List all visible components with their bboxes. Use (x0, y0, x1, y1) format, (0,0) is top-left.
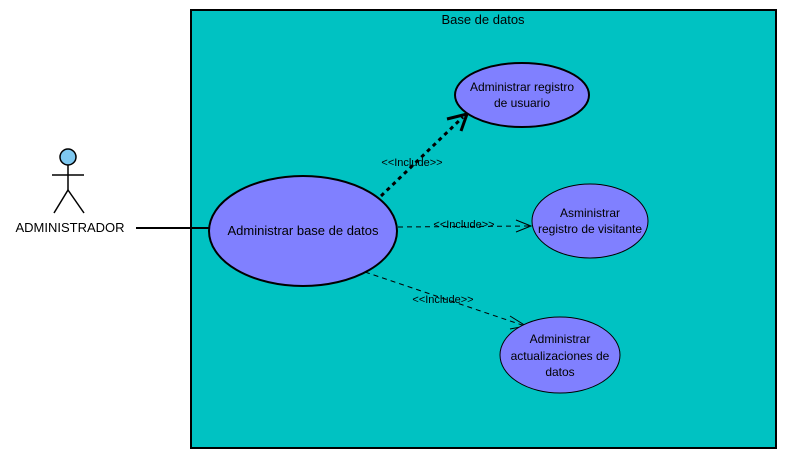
use-case-registro-visitante-line2: registro de visitante (538, 222, 642, 236)
actor-name: ADMINISTRADOR (15, 220, 124, 235)
include-label-registro-usuario: <<Include>> (381, 157, 442, 169)
include-label-registro-visitante: <<Include>> (433, 219, 494, 231)
include-label-actualizaciones: <<Include>> (412, 294, 473, 306)
use-case-registro-usuario-line1: Administrar registro (470, 80, 574, 94)
use-case-registro-usuario-ellipse[interactable] (454, 62, 590, 128)
use-case-actualizaciones-line3: datos (545, 365, 574, 379)
include-line-registro-usuario (379, 115, 465, 198)
use-case-registro-visitante-line1: Asministrar (560, 206, 620, 220)
include-line-actualizaciones (364, 271, 526, 327)
use-case-actualizaciones-line2: actualizaciones de (511, 349, 610, 363)
use-case-main-label: Administrar base de datos (227, 223, 379, 238)
use-case-registro-visitante-ellipse[interactable] (531, 183, 649, 259)
use-case-actualizaciones-line1: Administrar (530, 332, 591, 346)
system-title: Base de datos (441, 12, 525, 27)
use-case-actualizaciones-ellipse[interactable] (499, 316, 621, 394)
include-arrowhead-registro-visitante (515, 219, 533, 233)
stick-figure-actor-icon (52, 148, 85, 214)
use-case-registro-usuario-line2: de usuario (494, 96, 550, 110)
use-case-main-ellipse[interactable] (208, 175, 398, 287)
include-line-registro-visitante (397, 225, 531, 228)
